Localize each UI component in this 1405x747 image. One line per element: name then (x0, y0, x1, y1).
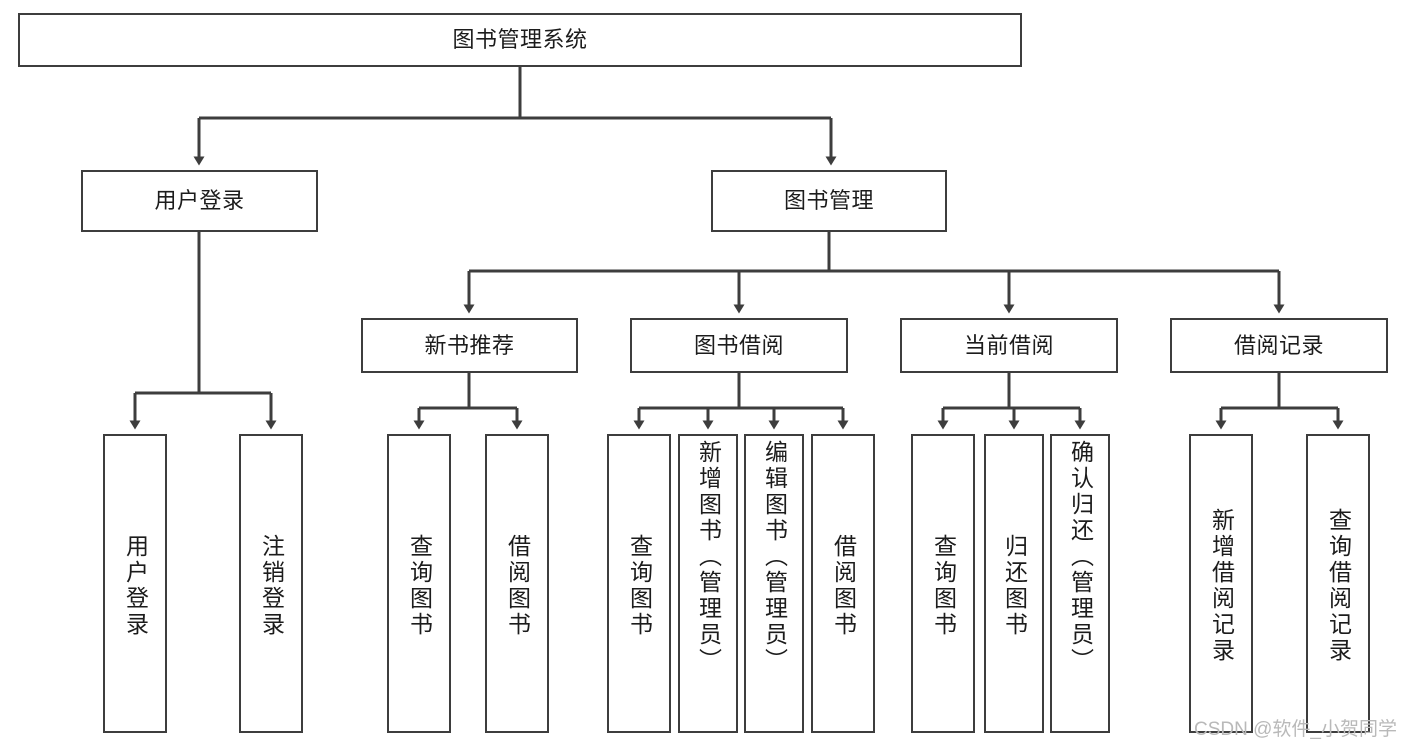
node-leaf-edit-book[interactable]: 编辑图书（管理员） (744, 434, 804, 733)
node-label: 查询图书 (406, 533, 433, 638)
node-label: 用户登录 (122, 533, 149, 638)
node-root-system[interactable]: 图书管理系统 (18, 13, 1022, 67)
node-label: 图书借阅 (693, 332, 784, 358)
node-label: 确认归还（管理员） (1067, 440, 1094, 674)
node-label: 图书管理系统 (452, 27, 588, 53)
node-leaf-query-record[interactable]: 查询借阅记录 (1306, 434, 1370, 733)
node-label: 新增借阅记录 (1208, 507, 1235, 664)
node-label: 借阅图书 (830, 533, 857, 638)
node-leaf-borrow-book-1[interactable]: 借阅图书 (485, 434, 549, 733)
node-user-login[interactable]: 用户登录 (81, 170, 318, 232)
node-label: 新书推荐 (424, 332, 515, 358)
node-label: 新增图书（管理员） (695, 440, 722, 674)
node-label: 归还图书 (1001, 533, 1028, 638)
node-leaf-add-record[interactable]: 新增借阅记录 (1189, 434, 1253, 733)
node-label: 查询图书 (626, 533, 653, 638)
node-book-borrow[interactable]: 图书借阅 (630, 318, 848, 373)
node-leaf-add-book[interactable]: 新增图书（管理员） (678, 434, 738, 733)
node-leaf-logout[interactable]: 注销登录 (239, 434, 303, 733)
node-label: 借阅图书 (504, 533, 531, 638)
node-label: 当前借阅 (963, 332, 1054, 358)
node-leaf-query-book-1[interactable]: 查询图书 (387, 434, 451, 733)
node-leaf-query-book-2[interactable]: 查询图书 (607, 434, 671, 733)
node-label: 查询图书 (930, 533, 957, 638)
node-label: 用户登录 (154, 188, 245, 214)
node-new-book-rec[interactable]: 新书推荐 (361, 318, 578, 373)
node-current-borrow[interactable]: 当前借阅 (900, 318, 1118, 373)
node-leaf-query-book-3[interactable]: 查询图书 (911, 434, 975, 733)
node-book-manage[interactable]: 图书管理 (711, 170, 947, 232)
node-label: 注销登录 (258, 533, 285, 638)
node-borrow-record[interactable]: 借阅记录 (1170, 318, 1388, 373)
node-label: 查询借阅记录 (1325, 507, 1352, 664)
node-leaf-confirm-return[interactable]: 确认归还（管理员） (1050, 434, 1110, 733)
node-leaf-return-book[interactable]: 归还图书 (984, 434, 1044, 733)
node-leaf-user-login[interactable]: 用户登录 (103, 434, 167, 733)
watermark-text: CSDN @软件_小贺同学 (1194, 719, 1397, 740)
node-label: 借阅记录 (1233, 332, 1324, 358)
node-label: 编辑图书（管理员） (761, 440, 788, 674)
node-leaf-borrow-book-2[interactable]: 借阅图书 (811, 434, 875, 733)
node-label: 图书管理 (783, 188, 874, 214)
